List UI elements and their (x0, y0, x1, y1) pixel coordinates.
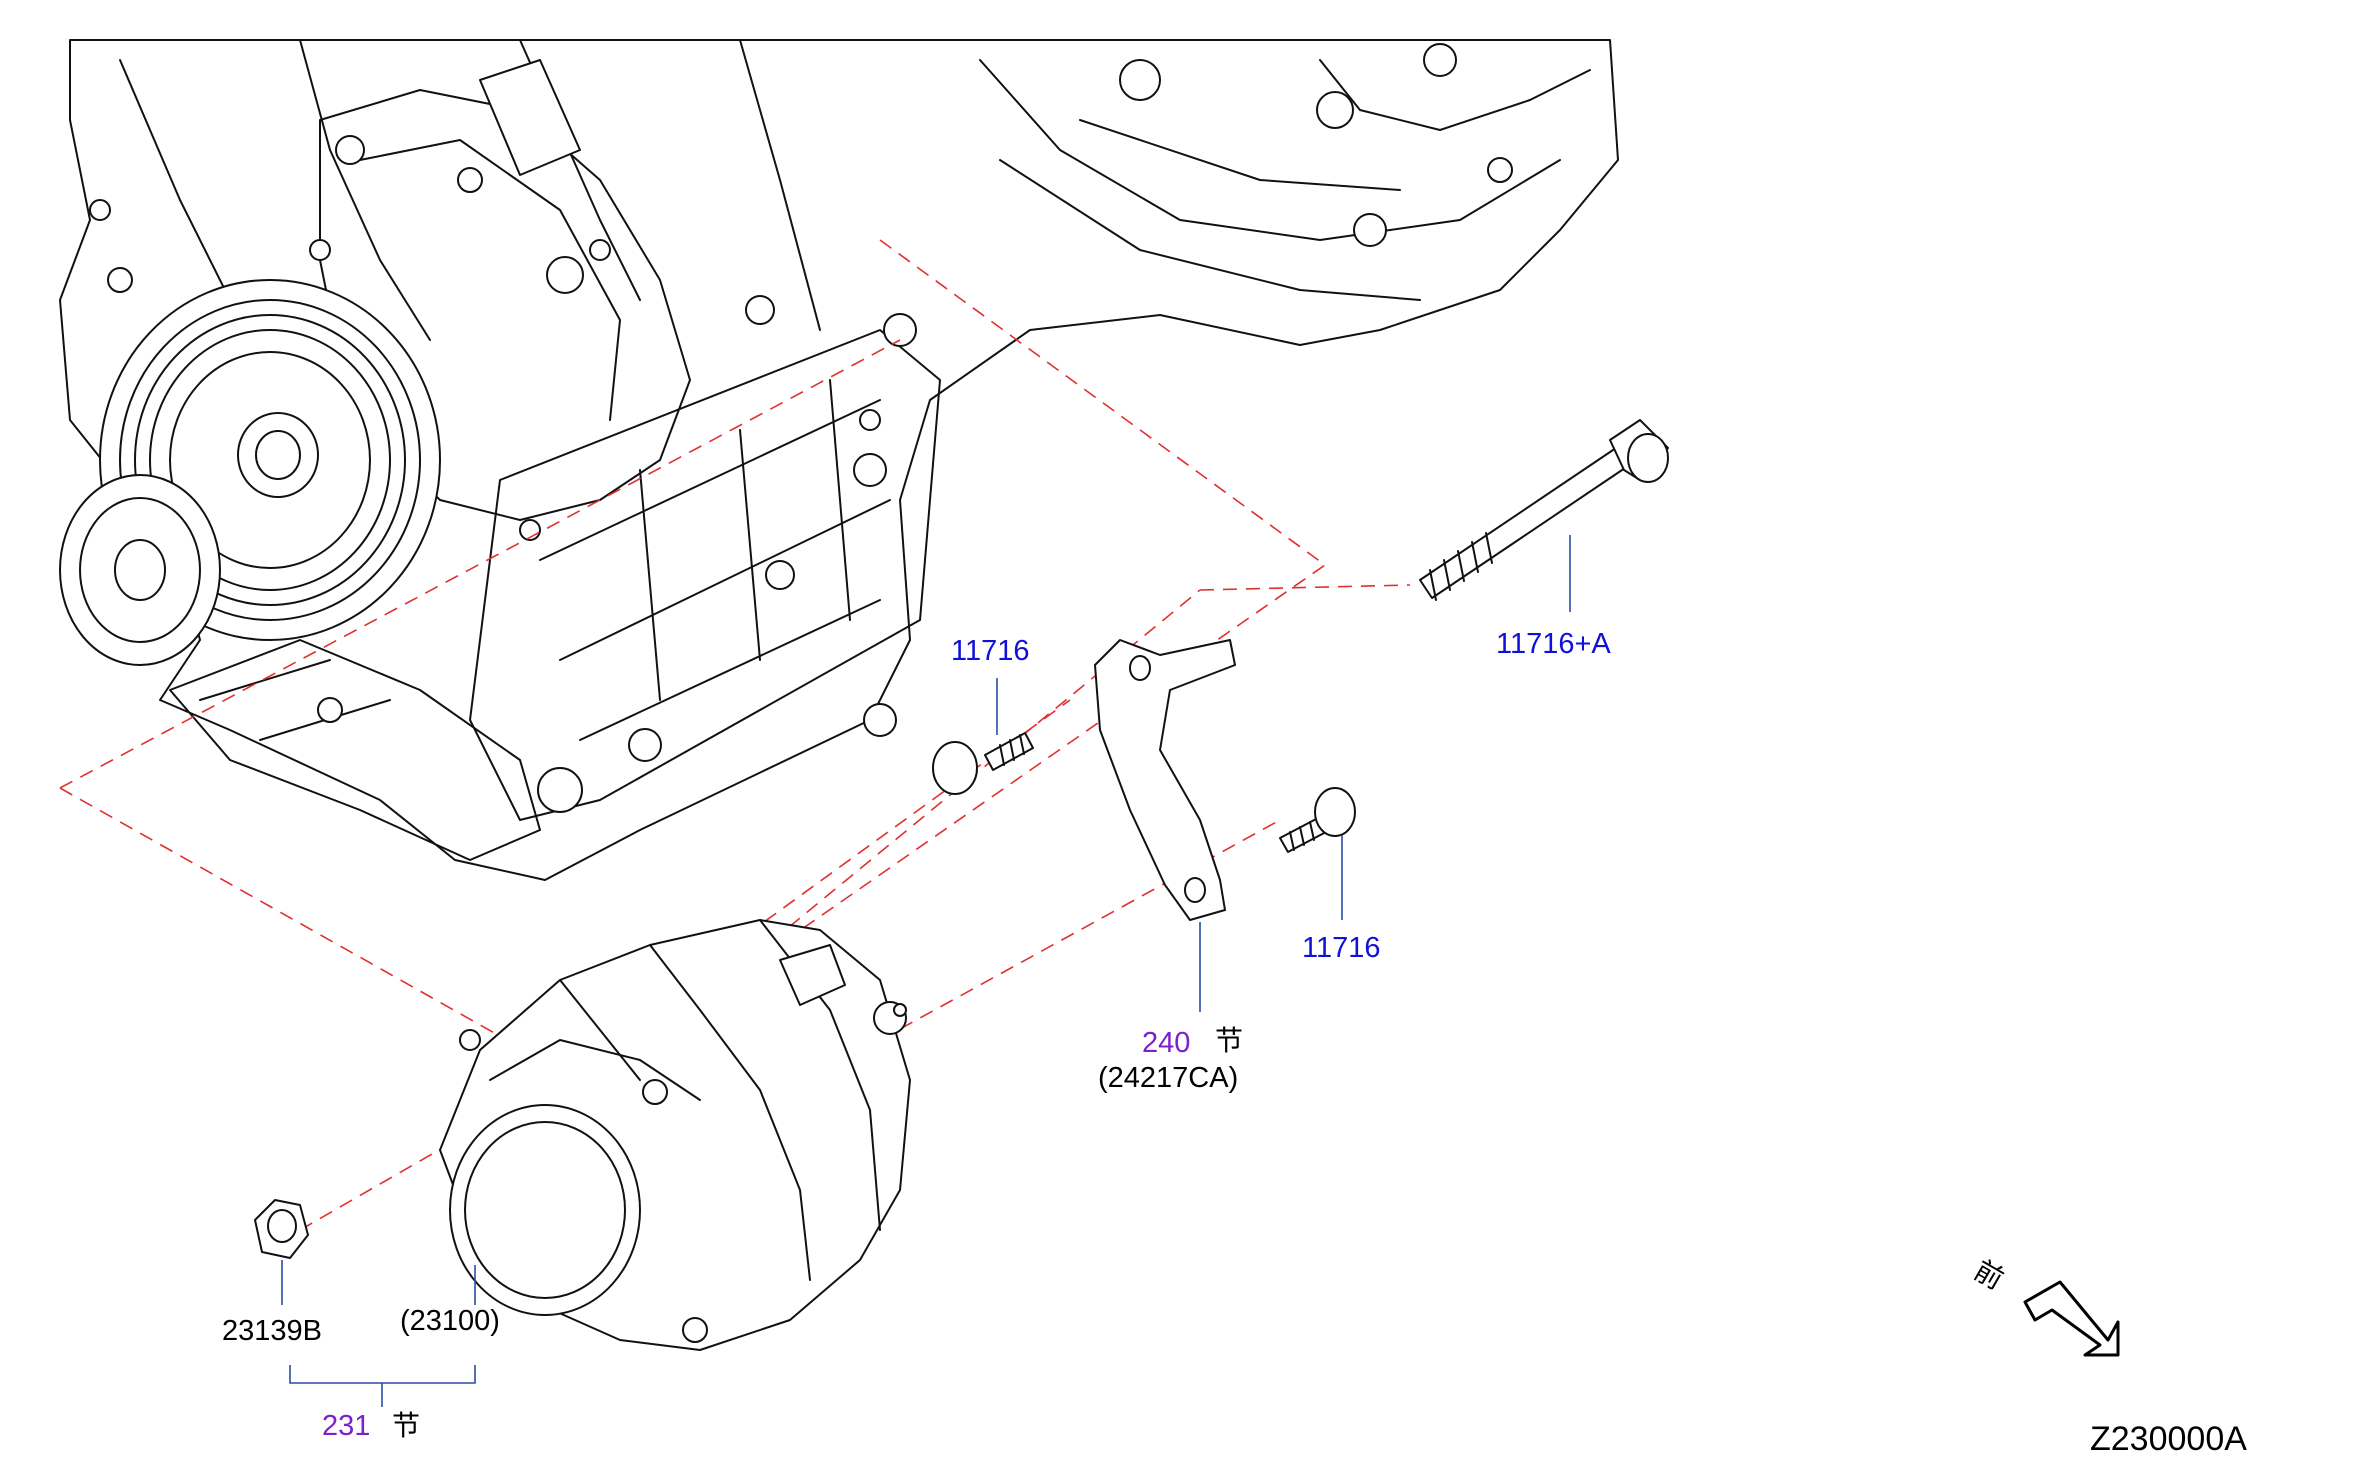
part-number-bracket-sub: (24217CA) (1098, 1062, 1238, 1094)
engine-block (59, 39, 1619, 881)
front-arrow-icon (2023, 1280, 2120, 1357)
alternator-bracket (1094, 639, 1236, 921)
part-number-alternator: (23100) (400, 1305, 500, 1337)
front-label: 前 (1969, 1254, 2010, 1297)
leader-lines (281, 535, 1571, 1407)
part-number-assembly: 231 (322, 1410, 370, 1442)
front-direction-indicator: 前 (1969, 1254, 2120, 1357)
bracket-glyph: 节 (1215, 1024, 1243, 1057)
diagram-code: Z230000A (2090, 1420, 2247, 1458)
alternator (439, 919, 911, 1351)
assembly-glyph: 节 (392, 1409, 420, 1442)
part-number-long-bolt: 11716+A (1496, 628, 1611, 660)
part-number-bracket: 240 (1142, 1027, 1190, 1059)
part-number-nut: 23139B (222, 1315, 322, 1347)
idler-pulley (59, 474, 221, 666)
part-number-bolt-right: 11716 (1302, 932, 1381, 964)
short-bolt-right (1279, 787, 1356, 853)
part-number-bolt-top: 11716 (951, 635, 1030, 667)
long-bolt (1419, 419, 1669, 601)
nut (254, 1199, 309, 1259)
short-bolt-top (932, 732, 1034, 795)
